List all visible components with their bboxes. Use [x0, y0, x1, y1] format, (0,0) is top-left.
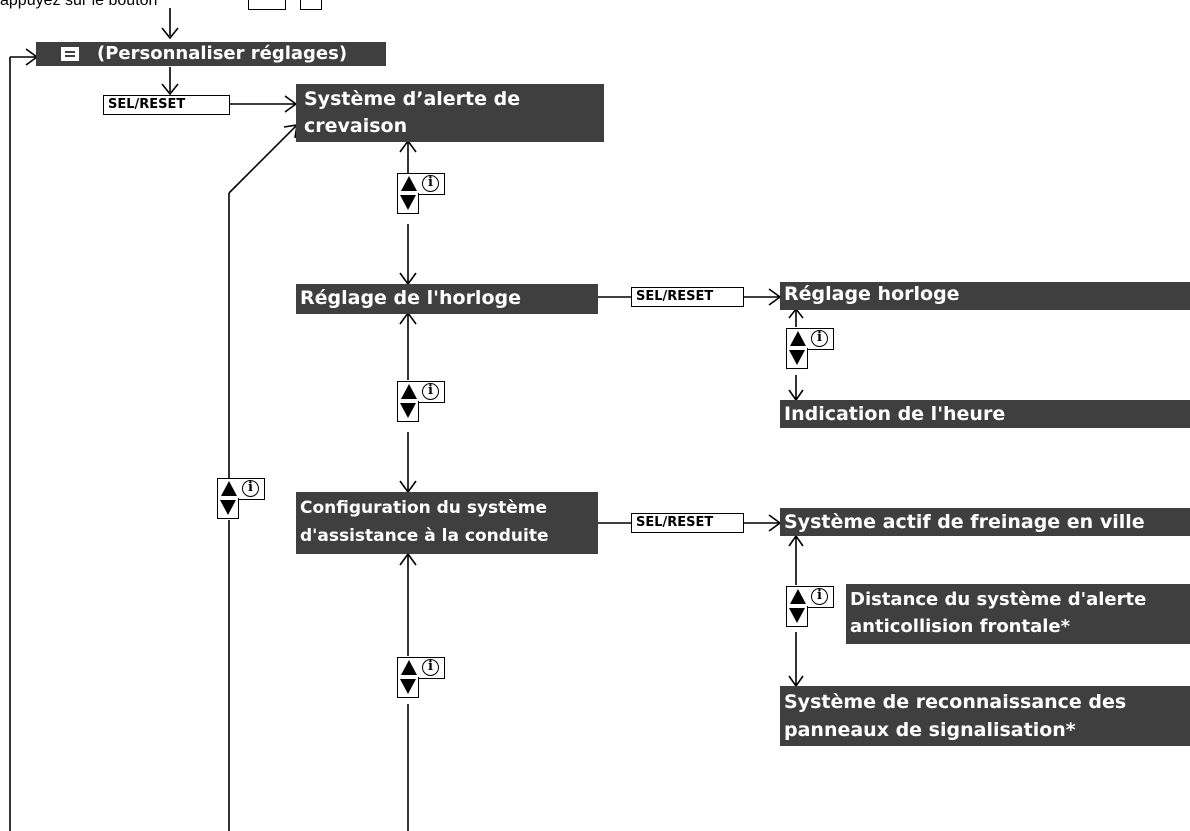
up-arrow-key[interactable]: i	[217, 478, 265, 500]
up-triangle-icon	[401, 176, 417, 191]
box-crevaison: Système d’alerte de crevaison	[296, 84, 604, 142]
sel-reset-label: SEL/RESET	[636, 515, 714, 530]
down-arrow-key[interactable]	[786, 348, 808, 369]
sel-reset-button-3[interactable]: SEL/RESET	[631, 513, 744, 533]
top-key-2	[300, 0, 322, 10]
sel-reset-button-1[interactable]: SEL/RESET	[103, 95, 230, 115]
box-horloge: Réglage de l'horloge	[296, 284, 598, 314]
box-freinage-line-1: Système actif de freinage en ville	[784, 511, 1145, 533]
down-triangle-icon	[789, 350, 805, 365]
info-icon: i	[422, 383, 439, 400]
info-icon: i	[811, 588, 828, 605]
up-triangle-icon	[790, 589, 806, 604]
box-reglage-horloge-line-1: Réglage horloge	[784, 283, 960, 305]
info-icon: i	[422, 659, 439, 676]
box-crevaison-line-2: crevaison	[304, 115, 408, 137]
info-icon: i	[811, 330, 828, 347]
box-assistance: Configuration du système d'assistance à …	[296, 492, 598, 554]
up-triangle-icon	[401, 384, 417, 399]
top-key-1	[248, 0, 286, 10]
box-reconnaissance: Système de reconnaissance des panneaux d…	[780, 686, 1190, 746]
box-freinage: Système actif de freinage en ville	[780, 508, 1190, 536]
menu-title: (Personnaliser réglages)	[97, 43, 348, 64]
up-arrow-key[interactable]: i	[397, 381, 445, 403]
up-triangle-icon	[790, 331, 806, 346]
box-horloge-line-1: Réglage de l'horloge	[300, 287, 521, 309]
nav-button-crevaison-horloge[interactable]: i	[397, 173, 445, 215]
box-assistance-line-2: d'assistance à la conduite	[300, 526, 549, 546]
box-reconnaissance-line-2: panneaux de signalisation*	[784, 719, 1076, 741]
nav-button-reglage-horloge[interactable]: i	[786, 328, 834, 370]
down-arrow-key[interactable]	[397, 193, 419, 214]
box-distance-line-1: Distance du système d'alerte	[850, 589, 1147, 610]
sel-reset-label: SEL/RESET	[636, 289, 714, 304]
up-triangle-icon	[221, 481, 237, 496]
box-indication-heure: Indication de l'heure	[780, 400, 1190, 428]
up-arrow-key[interactable]: i	[786, 586, 834, 608]
box-reglage-horloge: Réglage horloge	[780, 282, 1190, 310]
nav-button-assistance-next[interactable]: i	[397, 657, 445, 699]
nav-button-loop[interactable]: i	[217, 478, 265, 520]
up-arrow-key[interactable]: i	[397, 173, 445, 195]
sel-reset-button-2[interactable]: SEL/RESET	[631, 287, 744, 307]
nav-button-freinage[interactable]: i	[786, 586, 834, 628]
down-triangle-icon	[789, 608, 805, 623]
down-arrow-key[interactable]	[397, 677, 419, 698]
box-crevaison-line-1: Système d’alerte de	[304, 88, 521, 110]
down-arrow-key[interactable]	[786, 606, 808, 627]
up-arrow-key[interactable]: i	[786, 328, 834, 350]
info-icon: i	[242, 480, 259, 497]
box-distance: Distance du système d'alerte anticollisi…	[846, 584, 1190, 644]
down-triangle-icon	[400, 403, 416, 418]
down-triangle-icon	[220, 500, 236, 515]
menu-icon	[61, 47, 79, 61]
nav-button-horloge-assistance[interactable]: i	[397, 381, 445, 423]
top-instruction: appuyez sur le bouton	[0, 0, 340, 10]
down-arrow-key[interactable]	[397, 401, 419, 422]
up-arrow-key[interactable]: i	[397, 657, 445, 679]
up-triangle-icon	[401, 660, 417, 675]
box-indication-heure-line-1: Indication de l'heure	[784, 403, 1006, 425]
down-triangle-icon	[400, 679, 416, 694]
sel-reset-label: SEL/RESET	[108, 97, 186, 112]
box-distance-line-2: anticollision frontale*	[850, 616, 1071, 637]
info-icon: i	[422, 175, 439, 192]
down-arrow-key[interactable]	[217, 498, 239, 519]
menu-header-box: (Personnaliser réglages)	[36, 42, 386, 66]
box-reconnaissance-line-1: Système de reconnaissance des	[784, 691, 1127, 713]
top-instruction-text: appuyez sur le bouton	[0, 0, 158, 9]
down-triangle-icon	[400, 195, 416, 210]
box-assistance-line-1: Configuration du système	[300, 498, 548, 518]
